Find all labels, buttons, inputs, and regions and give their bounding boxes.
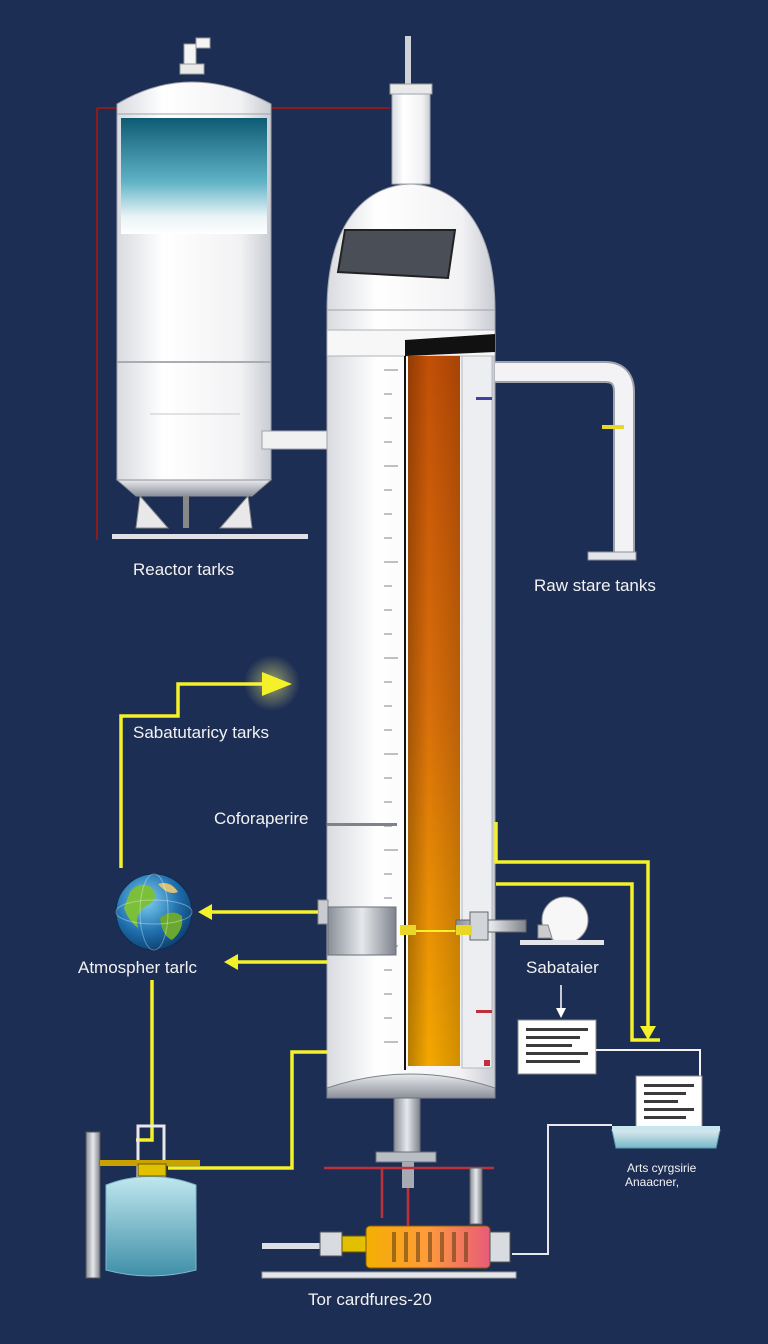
sabatier-readout-panel — [517, 1019, 597, 1075]
raw-storage-pipe — [495, 361, 637, 561]
panel-text-line — [526, 1036, 580, 1039]
water-tank — [85, 1124, 200, 1279]
heater-coil — [464, 1232, 468, 1262]
panel-text-line — [644, 1092, 686, 1095]
panel-text-line — [644, 1108, 694, 1111]
column-bottom-dish — [326, 1073, 496, 1099]
label-sabatutaricy-tanks: Sabatutaricy tarks — [133, 723, 269, 742]
label-raw-storage-tanks: Raw stare tanks — [534, 576, 656, 595]
reactor-liquid — [121, 118, 267, 234]
reactor-top-valve — [183, 43, 197, 67]
reactor-dome — [116, 81, 272, 115]
oxygen-plate — [611, 1126, 721, 1149]
heater-coil — [440, 1232, 444, 1262]
arrow-down-icon — [556, 1008, 566, 1018]
heater-coil — [428, 1232, 432, 1262]
heater-coil — [404, 1232, 408, 1262]
column-vent-stack — [391, 93, 431, 185]
pipe-right-outer — [494, 822, 650, 1030]
panel-text-line — [526, 1028, 588, 1031]
sabatier-unit — [400, 896, 604, 945]
column-level-scale — [384, 369, 398, 1043]
column-window — [336, 229, 457, 280]
pipe-right-inner — [496, 882, 660, 1042]
reactor-base-plate — [112, 534, 308, 539]
heater-base-plate — [261, 1271, 517, 1279]
heater-coil — [416, 1232, 420, 1262]
arrow-left-icon — [198, 904, 212, 920]
heater-coil — [452, 1232, 456, 1262]
panel-text-line — [644, 1100, 678, 1103]
panel-text-line — [526, 1052, 588, 1055]
heater-coil — [392, 1232, 396, 1262]
globe-icon — [115, 873, 193, 951]
panel-text-line — [644, 1084, 694, 1087]
arrow-down-icon — [640, 1026, 656, 1040]
panel-text-line — [526, 1060, 580, 1063]
label-tor-cardfures: Tor cardfures-20 — [308, 1290, 432, 1309]
pipe-sabatutaricy-loop — [119, 682, 268, 868]
label-arts-oxygen-line2: Anaacner, — [625, 1175, 679, 1189]
panel-text-line — [644, 1116, 686, 1119]
label-reactor-tanks: Reactor tarks — [133, 560, 234, 579]
arrow-left-icon — [224, 954, 238, 970]
column-sight-gauge — [461, 355, 493, 1069]
distillation-column — [326, 36, 496, 1188]
heater-unit — [261, 1166, 517, 1279]
water-tank-body — [105, 1176, 197, 1277]
raw-storage-outlet — [587, 551, 637, 561]
oxygen-readout-panel — [635, 1075, 703, 1129]
label-atmosphere: Atmospher tarlc — [78, 958, 198, 977]
column-bottom-nozzle — [393, 1097, 421, 1163]
pipe-tank-to-column — [168, 1050, 328, 1170]
label-arts-oxygen-line1: Arts cyrgsirie — [627, 1161, 697, 1175]
panel-text-line — [526, 1044, 572, 1047]
arrow-right-icon — [262, 672, 292, 696]
yellow-pipelines — [119, 682, 660, 1170]
label-coforaperire: Coforaperire — [214, 809, 309, 828]
label-sabatier: Sabataier — [526, 958, 599, 977]
reactor-tank — [96, 37, 391, 540]
column-side-bracket — [317, 899, 397, 956]
pipe-atmo-to-tank — [136, 980, 154, 1142]
